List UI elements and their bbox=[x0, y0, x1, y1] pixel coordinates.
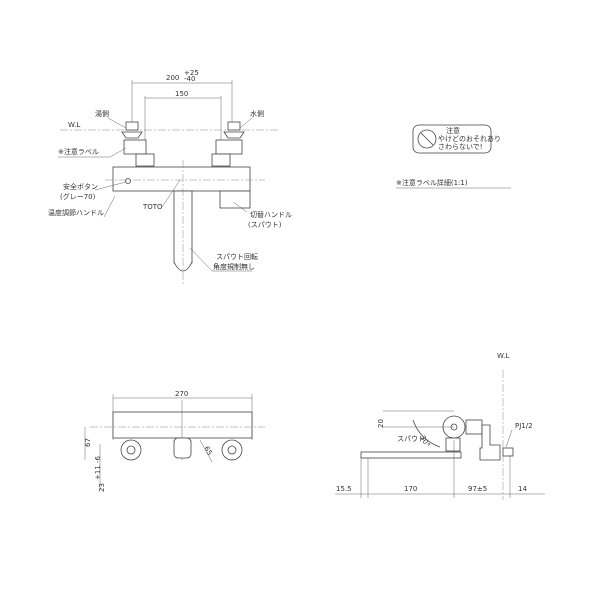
dim-200-tol-plus: +25 bbox=[184, 69, 199, 77]
dim-20: 20 bbox=[377, 419, 385, 428]
front-view: W.L 200 +25 -40 150 湯側 水側 ※注意ラベル 安全 bbox=[48, 69, 292, 285]
side-view: W.L 20 30° スパウト PJ1/2 15.5 170 97±5 14 bbox=[335, 352, 545, 500]
spout-rotation-sub-label: 角度規制無し bbox=[213, 262, 255, 271]
spout-rotation-label: スパウト回転 bbox=[216, 253, 258, 261]
dim-270: 270 bbox=[175, 390, 188, 398]
dim-170: 170 bbox=[404, 485, 417, 493]
caution-label-detail: 注意 やけどのおそれあり さわらないで! ※注意ラベル詳細(1:1) bbox=[396, 124, 511, 189]
warning-line-2: さわらないで! bbox=[438, 143, 483, 151]
dim-14: 14 bbox=[518, 485, 527, 493]
pipe-thread-label: PJ1/2 bbox=[515, 422, 533, 430]
dim-15-5: 15.5 bbox=[336, 485, 352, 493]
warning-line-1: やけどのおそれあり bbox=[438, 135, 501, 143]
hot-inlet-nut bbox=[120, 439, 142, 461]
hot-inlet-fitting bbox=[121, 121, 155, 167]
cold-side-label: 水側 bbox=[250, 109, 264, 118]
side-water-line-label: W.L bbox=[497, 352, 509, 360]
safety-button-label: 安全ボタン bbox=[63, 182, 98, 191]
dim-200: 200 bbox=[166, 74, 179, 82]
warning-title: 注意 bbox=[446, 126, 460, 135]
temp-handle-label: 温度調節ハンドル bbox=[48, 208, 104, 217]
switch-handle-sub-label: (スパウト) bbox=[248, 221, 282, 229]
cold-inlet-nut bbox=[221, 439, 243, 461]
dim-200-tol-minus: -40 bbox=[184, 75, 195, 83]
dim-65: 65 bbox=[202, 445, 213, 457]
spout-side-label: スパウト bbox=[397, 435, 425, 443]
safety-button-color-label: (グレー70) bbox=[60, 192, 96, 201]
water-line-label: W.L bbox=[68, 121, 80, 129]
bottom-view: 270 67 23 +11 -6 65 bbox=[84, 390, 265, 492]
switch-handle bbox=[219, 190, 251, 209]
safety-button bbox=[125, 178, 131, 184]
label-detail-caption: ※注意ラベル詳細(1:1) bbox=[396, 178, 468, 187]
dim-67: 67 bbox=[84, 438, 92, 447]
spout-base bbox=[173, 437, 192, 459]
body-side bbox=[465, 419, 483, 435]
dim-23-tol: +11 -6 bbox=[94, 455, 102, 480]
brand-label: TOTO bbox=[142, 203, 163, 211]
hot-side-label: 湯側 bbox=[95, 109, 109, 118]
dim-150: 150 bbox=[175, 90, 188, 98]
switch-handle-label: 切替ハンドル bbox=[250, 210, 292, 219]
spout-side bbox=[360, 451, 462, 459]
dim-97: 97±5 bbox=[468, 485, 487, 493]
faucet-body bbox=[112, 166, 251, 192]
dim-23: 23 bbox=[98, 483, 106, 492]
caution-label-callout: ※注意ラベル bbox=[58, 147, 99, 156]
faucet-body-bottom bbox=[112, 411, 253, 439]
caution-label-outline bbox=[412, 124, 492, 154]
no-touch-icon bbox=[417, 129, 437, 149]
cold-inlet-fitting bbox=[211, 121, 245, 167]
